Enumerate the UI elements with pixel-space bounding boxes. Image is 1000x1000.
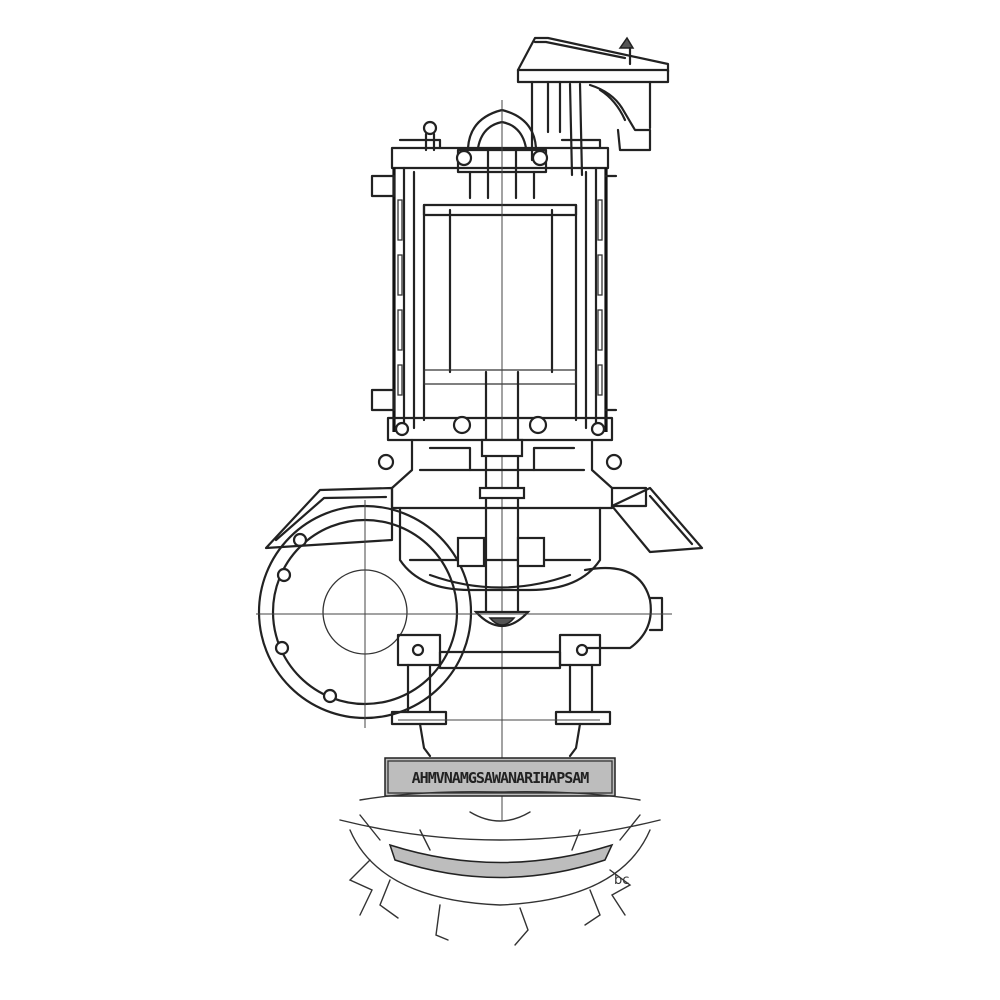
- motor-housing: [370, 138, 618, 442]
- plate-marking: AHMVNAMGSAWANARIHAPSAM: [412, 769, 590, 787]
- support-stand: [390, 633, 612, 758]
- shaft: [478, 100, 526, 820]
- pump-volute: [256, 486, 704, 728]
- cooling-slots: [397, 199, 603, 396]
- base-sketch: bc: [339, 790, 661, 946]
- name-plate: AHMVNAMGSAWANARIHAPSAM: [384, 757, 616, 797]
- seal-chamber: [377, 438, 648, 510]
- motor-top-cap: [422, 108, 549, 200]
- corner-mark: bc: [614, 873, 629, 888]
- plate-body: [384, 757, 616, 797]
